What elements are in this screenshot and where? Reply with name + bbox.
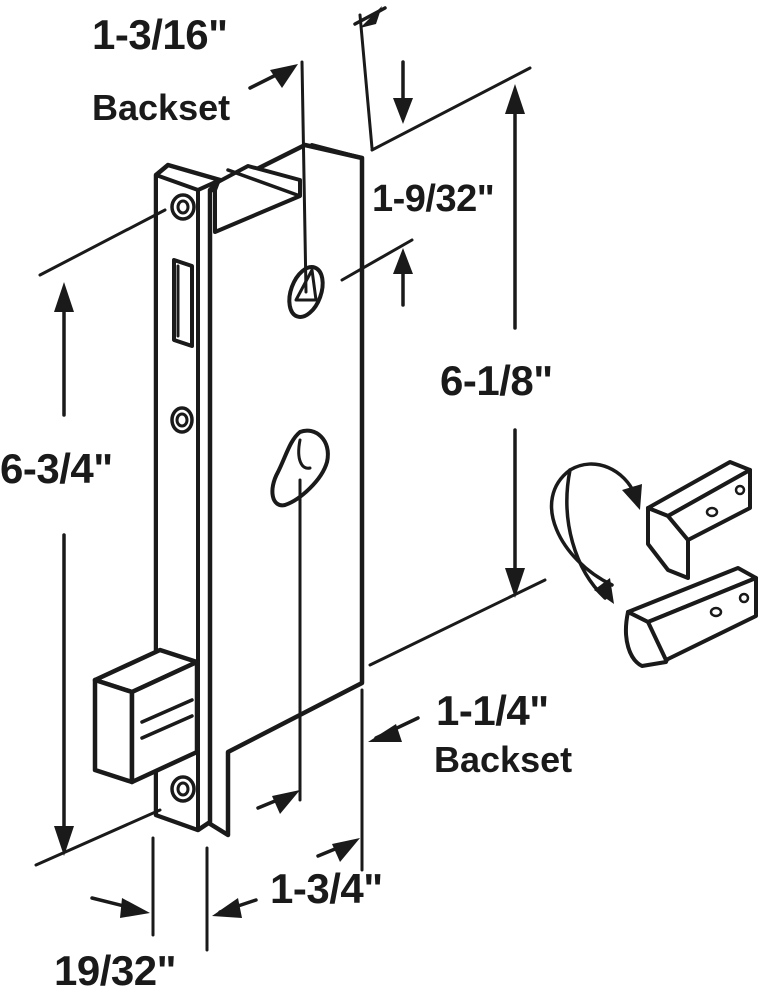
latch-lower-hole-2 bbox=[738, 592, 750, 604]
depth-arrow-left bbox=[212, 898, 242, 918]
height-arrow-up bbox=[54, 282, 74, 312]
reverse-arrow-lower bbox=[565, 468, 607, 600]
case-depth-label: 1-3/4" bbox=[270, 865, 383, 912]
deadbolt-groove bbox=[140, 698, 194, 740]
hub-extension-bottom bbox=[368, 578, 547, 667]
top-backset-value: 1-3/16" bbox=[92, 11, 228, 58]
height-extension-bottom bbox=[34, 808, 162, 867]
reverse-arrow-head-bottom bbox=[594, 578, 614, 604]
bottom-backset-value: 1-1/4" bbox=[436, 687, 549, 734]
spindle-offset-label: 1-9/32" bbox=[372, 178, 495, 220]
depth-arrow-right bbox=[332, 838, 360, 862]
hub-arrow-up bbox=[505, 84, 525, 114]
depth-arrow-upper bbox=[272, 790, 300, 814]
faceplate-top-edge bbox=[196, 178, 222, 192]
top-screw-hole-inner bbox=[176, 199, 190, 215]
latch-piece-upper-side bbox=[666, 468, 752, 542]
bottom-screw-hole-inner bbox=[176, 781, 190, 797]
latch-upper-hole-2 bbox=[734, 484, 746, 496]
keyhole-inner bbox=[297, 438, 312, 470]
hub-arrow-down bbox=[505, 568, 525, 598]
top-corner-arrow bbox=[360, 6, 382, 28]
notch-edge bbox=[226, 168, 302, 198]
spindle-square bbox=[294, 268, 318, 302]
bottom-backset-word: Backset bbox=[434, 739, 573, 780]
reverse-arrow-curve bbox=[549, 462, 637, 587]
top-backset-arrow bbox=[270, 64, 298, 88]
deadbolt-side bbox=[129, 659, 200, 785]
overall-height-label: 6-3/4" bbox=[0, 445, 113, 492]
height-arrow-down bbox=[54, 826, 74, 856]
hub-to-hook-label: 6-1/8" bbox=[440, 357, 553, 404]
offset-extension-spindle bbox=[340, 238, 414, 282]
faceplate-width-label: 19/32" bbox=[54, 947, 177, 994]
offset-arrow-down bbox=[393, 98, 413, 124]
latch-lower-hole bbox=[709, 606, 723, 618]
middle-screw-hole-inner bbox=[175, 412, 189, 428]
latch-piece-lower-side bbox=[646, 576, 758, 662]
cylinder-keyhole bbox=[270, 428, 330, 508]
offset-arrow-up bbox=[393, 248, 413, 274]
top-backset-word: Backset bbox=[92, 87, 231, 128]
deadbolt-front bbox=[92, 677, 135, 785]
latch-upper-hole bbox=[705, 506, 719, 518]
reverse-arrow-head-top bbox=[622, 484, 642, 510]
hub-extension-top bbox=[370, 66, 532, 152]
bottom-backset-arrow bbox=[368, 724, 402, 742]
faceplate-arrow bbox=[120, 898, 150, 918]
height-extension-top bbox=[38, 208, 167, 277]
top-backset-leader bbox=[300, 60, 308, 294]
offset-extension-top bbox=[358, 13, 374, 150]
